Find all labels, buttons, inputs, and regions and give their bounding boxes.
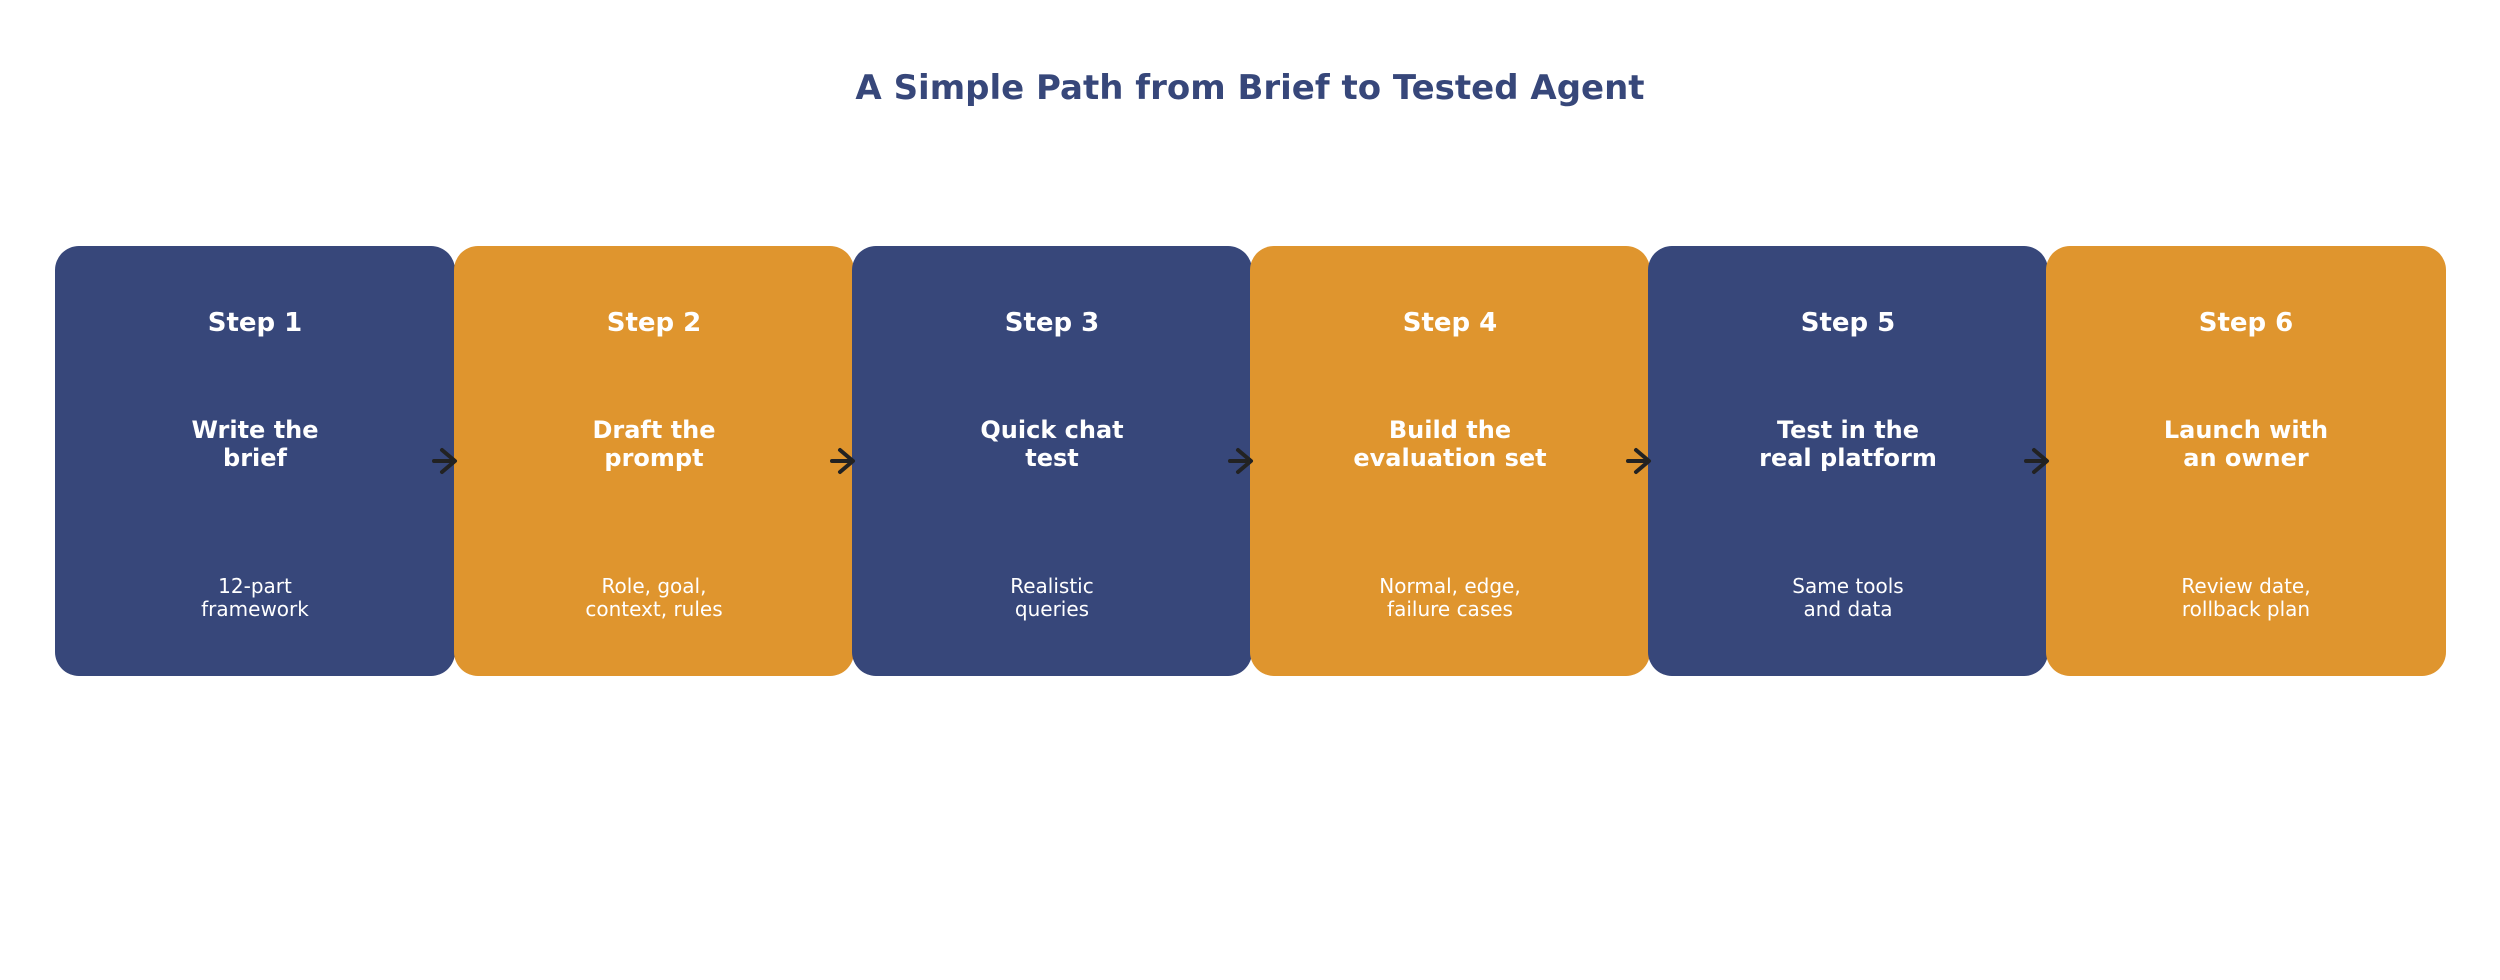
step-card-3: Step 3 Quick chat test Realistic queries — [852, 246, 1252, 676]
step-description: Same tools and data — [1792, 574, 1904, 621]
step-name: Test in the real platform — [1759, 416, 1937, 472]
step-number: Step 5 — [1800, 308, 1896, 338]
step-number: Step 6 — [2198, 308, 2294, 338]
step-name: Quick chat test — [980, 416, 1124, 472]
step-card-6: Step 6 Launch with an owner Review date,… — [2046, 246, 2446, 676]
arrow-right-icon — [2024, 448, 2049, 474]
step-description: 12-part framework — [201, 574, 309, 621]
step-name: Draft the prompt — [592, 416, 716, 472]
arrow-right-icon — [1626, 448, 1651, 474]
diagram-title: A Simple Path from Brief to Tested Agent — [855, 68, 1645, 108]
step-card-5: Step 5 Test in the real platform Same to… — [1648, 246, 2048, 676]
step-number: Step 3 — [1004, 308, 1100, 338]
step-name: Launch with an owner — [2163, 416, 2329, 472]
step-name: Build the evaluation set — [1353, 416, 1547, 472]
step-description: Realistic queries — [1010, 574, 1094, 621]
step-number: Step 1 — [207, 308, 303, 338]
step-card-4: Step 4 Build the evaluation set Normal, … — [1250, 246, 1650, 676]
step-description: Review date, rollback plan — [2181, 574, 2311, 621]
arrow-right-icon — [830, 448, 855, 474]
step-number: Step 2 — [606, 308, 702, 338]
step-description: Normal, edge, failure cases — [1379, 574, 1521, 621]
step-number: Step 4 — [1402, 308, 1498, 338]
step-name: Write the brief — [191, 416, 319, 472]
step-card-1: Step 1 Write the brief 12-part framework — [55, 246, 455, 676]
arrow-right-icon — [1228, 448, 1253, 474]
step-description: Role, goal, context, rules — [585, 574, 723, 621]
arrow-right-icon — [432, 448, 457, 474]
step-card-2: Step 2 Draft the prompt Role, goal, cont… — [454, 246, 854, 676]
